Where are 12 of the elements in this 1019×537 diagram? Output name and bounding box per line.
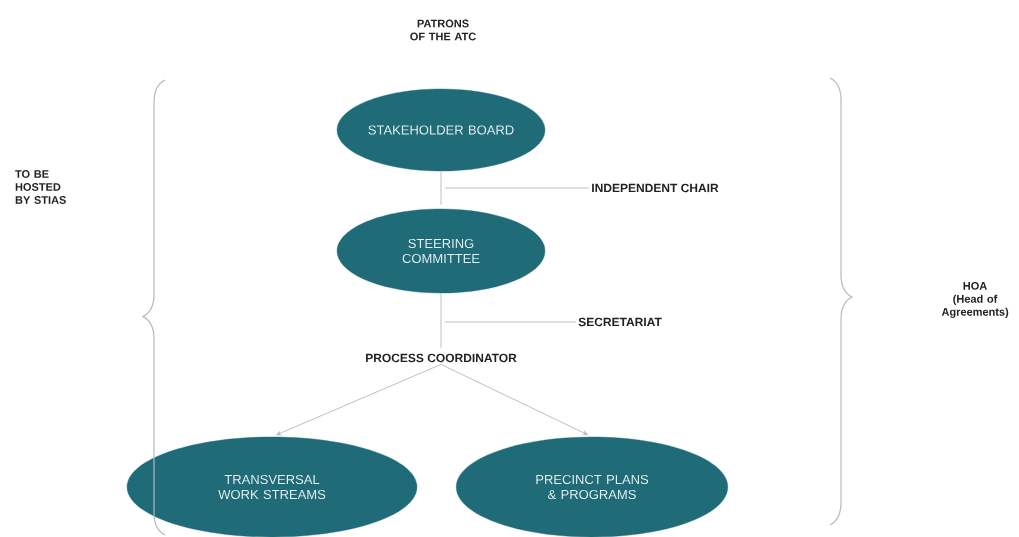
arrow xyxy=(276,364,442,436)
leader-line xyxy=(444,321,577,323)
role-label: INDEPENDENT CHAIR xyxy=(592,183,719,193)
side-label: PATRONS OF THE ATC xyxy=(410,19,476,41)
role-label: PROCESS COORDINATOR xyxy=(366,353,517,363)
connector-line xyxy=(440,170,442,206)
leader-line xyxy=(444,187,590,189)
connector-line xyxy=(440,292,442,348)
role-label: SECRETARIAT xyxy=(578,317,662,327)
side-label: HOA (Head of Agreements) xyxy=(941,282,1009,318)
side-label: TO BE HOSTED BY STIAS xyxy=(15,170,66,204)
arrow xyxy=(440,364,588,435)
